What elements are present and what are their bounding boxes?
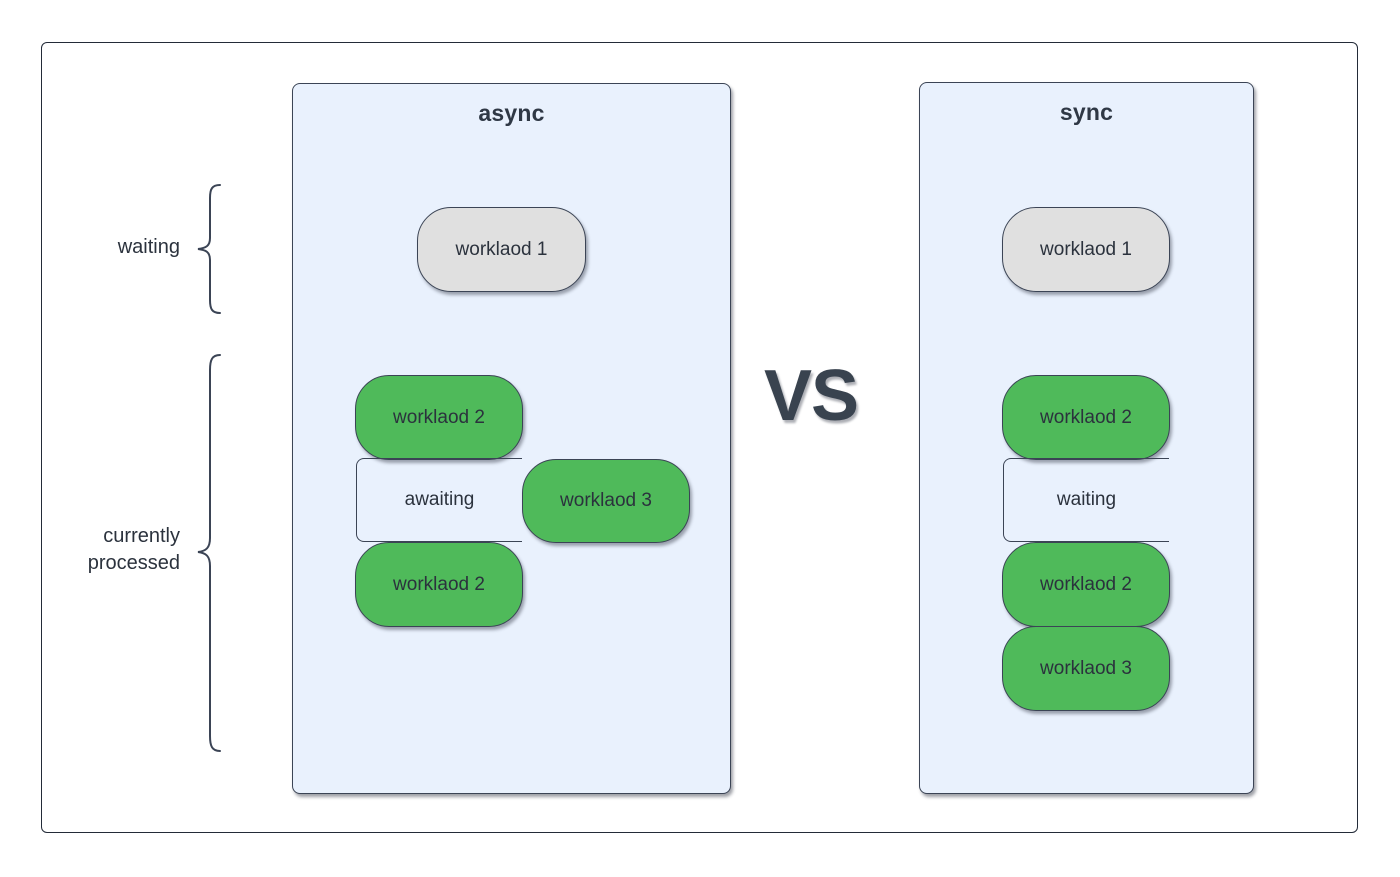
- node-label: worklaod 2: [1040, 406, 1132, 428]
- node-sync-workload-1[interactable]: worklaod 1: [1002, 207, 1170, 292]
- node-label: worklaod 2: [1040, 573, 1132, 595]
- async-awaiting-label: awaiting: [404, 489, 475, 510]
- node-async-workload-1[interactable]: worklaod 1: [417, 207, 586, 292]
- node-sync-workload-2b[interactable]: worklaod 2: [1002, 542, 1170, 627]
- node-label: worklaod 2: [393, 406, 485, 428]
- sync-waiting-label: waiting: [1056, 489, 1117, 510]
- node-sync-workload-2a[interactable]: worklaod 2: [1002, 375, 1170, 460]
- panel-title-async: async: [478, 100, 545, 126]
- node-label: worklaod 1: [455, 238, 548, 260]
- panel-title-sync: sync: [1059, 99, 1114, 125]
- side-label-currently-processed: currently processed: [87, 525, 180, 574]
- node-async-workload-2a[interactable]: worklaod 2: [355, 375, 523, 460]
- node-async-workload-3[interactable]: worklaod 3: [522, 459, 690, 543]
- side-label-waiting: waiting: [117, 236, 180, 258]
- node-label: worklaod 1: [1040, 238, 1132, 260]
- brace-waiting: [192, 182, 226, 316]
- node-label: worklaod 3: [1040, 657, 1132, 679]
- node-async-workload-2b[interactable]: worklaod 2: [355, 542, 523, 627]
- async-awaiting-bracket: awaiting: [356, 458, 522, 542]
- outer-frame: [41, 42, 1358, 833]
- node-sync-workload-3[interactable]: worklaod 3: [1002, 626, 1170, 711]
- node-label: worklaod 3: [560, 490, 652, 511]
- vs-label: VS: [764, 356, 859, 436]
- node-label: worklaod 2: [393, 573, 485, 595]
- sync-waiting-bracket: waiting: [1003, 458, 1169, 542]
- brace-currently-processed: [192, 352, 226, 756]
